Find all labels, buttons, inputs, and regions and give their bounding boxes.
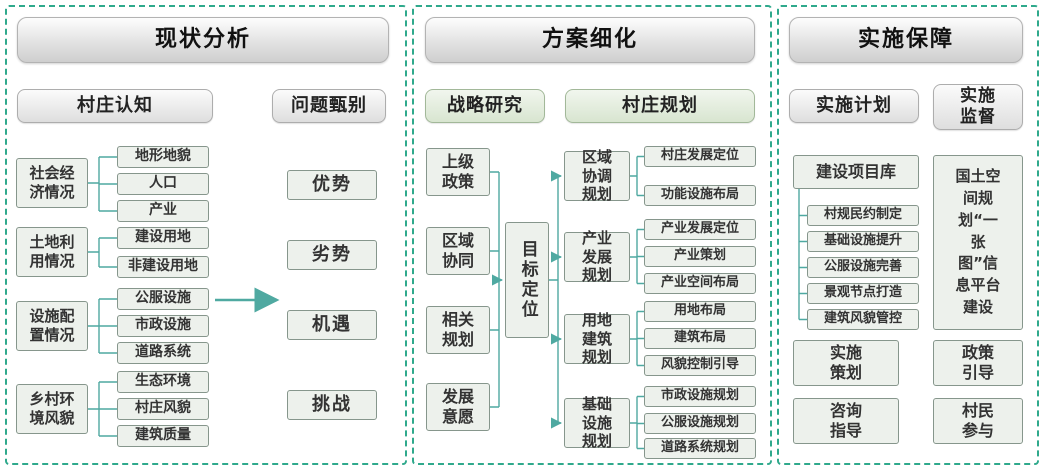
node-land-layout: 用地布局 [644,301,756,322]
node-project-library: 建设项目库 [793,155,919,189]
section-title-status-analysis: 现状分析 [17,17,389,63]
node-opportunities: 机遇 [287,310,377,340]
node-weaknesses: 劣势 [287,240,377,270]
node-function-facility-layout: 功能设施布局 [644,185,756,206]
node-regional-synergy: 区域协同 [426,227,490,275]
category-facilities: 设施配置情况 [16,301,88,351]
node-construction-land: 建设用地 [117,227,209,249]
category-industry-dev-plan: 产业发展规划 [564,229,630,284]
node-road-system: 道路系统 [117,342,209,364]
node-style-control-guidance: 风貌控制引导 [644,355,756,376]
node-infrastructure-upgrade: 基础设施提升 [807,231,919,252]
node-village-dev-positioning: 村庄发展定位 [644,146,756,167]
node-building-layout: 建筑布局 [644,328,756,349]
header-problem-screening: 问题甄别 [272,89,386,123]
node-implementation-planning: 实施策划 [793,340,899,386]
node-ecology: 生态环境 [117,371,209,393]
node-landscape-nodes: 景观节点打造 [807,283,919,304]
category-regional-coordination-plan: 区域协调规划 [564,148,630,203]
header-implementation-plan: 实施计划 [789,89,919,123]
node-policy-guidance: 政策引导 [933,340,1023,386]
node-superior-policy: 上级政策 [426,148,490,196]
node-municipal-facilities: 市政设施 [117,315,209,337]
node-industry: 产业 [117,200,209,222]
category-socioeconomic: 社会经济情况 [16,158,88,208]
node-strengths: 优势 [287,170,377,200]
node-population: 人口 [117,173,209,195]
node-village-rules: 村规民约制定 [807,205,919,226]
node-municipal-facility-plan: 市政设施规划 [644,386,756,407]
section-title-implementation: 实施保障 [789,17,1023,63]
header-strategic-research: 战略研究 [425,89,545,123]
node-non-construction-land: 非建设用地 [117,256,209,278]
node-industry-planning: 产业策划 [644,246,756,267]
node-goal-positioning: 目标定位 [505,222,549,338]
node-building-quality: 建筑质量 [117,425,209,447]
node-consulting-guidance: 咨询指导 [793,398,899,444]
node-one-map-platform: 国土空间规划“一张图”信息平台建设 [933,155,1023,330]
node-industry-spatial-layout: 产业空间布局 [644,273,756,294]
node-village-appearance: 村庄风貌 [117,398,209,420]
node-terrain: 地形地貌 [117,146,209,168]
section-title-plan-refinement: 方案细化 [425,17,755,63]
node-public-facilities: 公服设施 [117,288,209,310]
node-public-facility-improve: 公服设施完善 [807,257,919,278]
header-village-cognition: 村庄认知 [17,89,213,123]
node-industry-positioning: 产业发展定位 [644,219,756,240]
node-public-facility-plan: 公服设施规划 [644,413,756,434]
node-challenges: 挑战 [287,390,377,420]
category-rural-environment: 乡村环境风貌 [16,384,88,434]
header-implementation-supervision: 实施监督 [933,84,1023,130]
node-building-style-control: 建筑风貌管控 [807,309,919,330]
category-land-building-plan: 用地建筑规划 [564,311,630,366]
header-village-planning: 村庄规划 [565,89,755,123]
node-road-system-plan: 道路系统规划 [644,438,756,459]
category-infrastructure-plan: 基础设施规划 [564,395,630,450]
category-land-use: 土地利用情况 [16,227,88,277]
node-development-will: 发展意愿 [426,383,490,431]
node-villager-participation: 村民参与 [933,398,1023,444]
node-related-plans: 相关规划 [426,306,490,354]
